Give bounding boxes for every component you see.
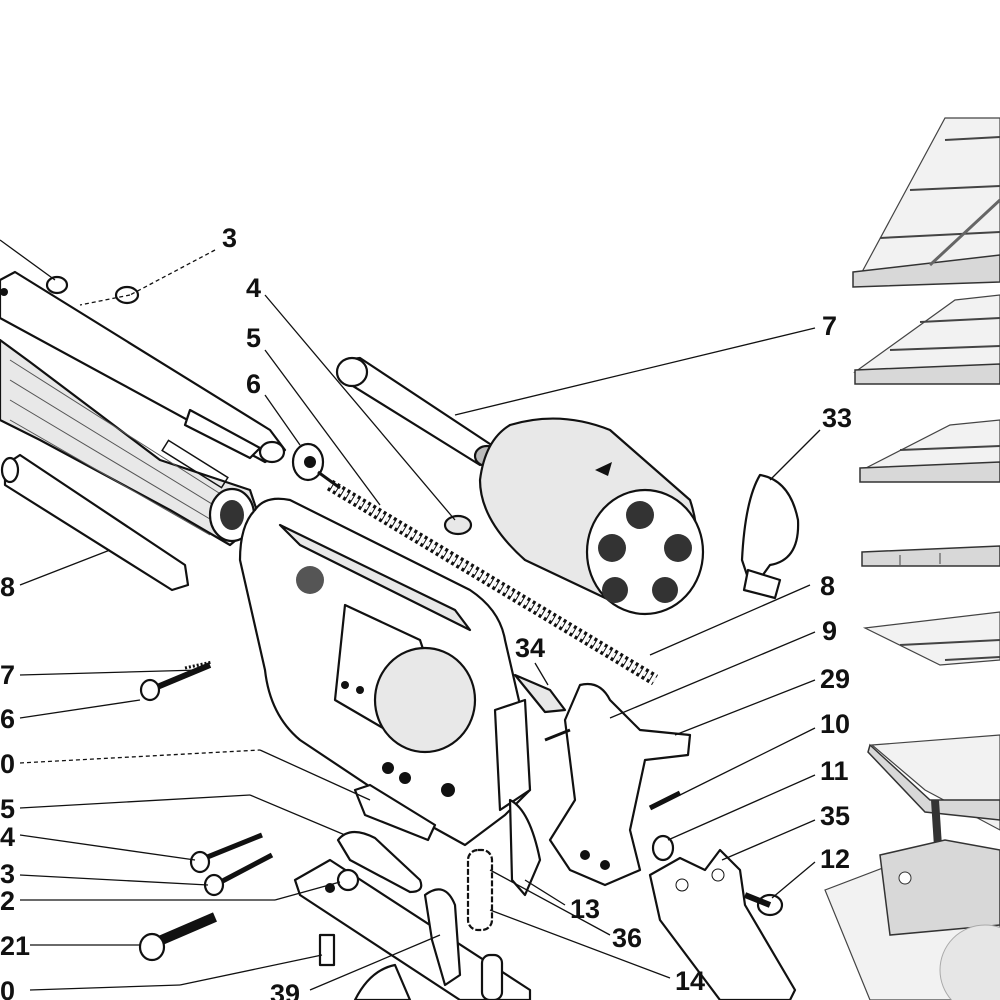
callout-8-right: 8 bbox=[820, 571, 835, 601]
callout-24-partial: 4 bbox=[0, 822, 15, 852]
callout-10: 10 bbox=[820, 709, 850, 739]
cam-part bbox=[336, 783, 437, 894]
callout-35: 35 bbox=[820, 801, 850, 831]
callout-12: 12 bbox=[820, 844, 850, 874]
bolt-spring-part bbox=[466, 848, 504, 1000]
callout-21: 21 bbox=[0, 931, 30, 961]
callout-20-partial-lower: 0 bbox=[0, 976, 15, 1000]
callout-6: 6 bbox=[246, 369, 261, 399]
grip-strap-part bbox=[648, 848, 797, 1000]
callout-11: 11 bbox=[820, 756, 849, 786]
hammer-part bbox=[544, 682, 692, 887]
callout-33: 33 bbox=[822, 403, 852, 433]
small-pins-part bbox=[648, 790, 784, 917]
plunger-part bbox=[443, 514, 473, 536]
callout-7: 7 bbox=[822, 311, 837, 341]
ejector-housing-part bbox=[0, 270, 287, 464]
recoil-shield-part bbox=[740, 473, 800, 600]
callout-13: 13 bbox=[570, 894, 600, 924]
callout-15-partial: 5 bbox=[0, 794, 15, 824]
callout-5: 5 bbox=[246, 323, 261, 353]
callout-16-partial: 6 bbox=[0, 704, 15, 734]
shelving-unit-illustration bbox=[824, 117, 1000, 1000]
frame-part bbox=[238, 497, 532, 847]
callout-29: 29 bbox=[820, 664, 850, 694]
callout-39: 39 bbox=[270, 979, 300, 1000]
trigger-guard-part bbox=[293, 858, 532, 1000]
callout-36: 36 bbox=[612, 923, 642, 953]
callout-14: 14 bbox=[675, 966, 705, 996]
callout-3: 3 bbox=[222, 223, 237, 253]
ejector-rod-part bbox=[0, 453, 190, 592]
base-pin-part bbox=[335, 356, 501, 468]
firing-pin-part bbox=[513, 673, 567, 714]
callout-4: 4 bbox=[246, 273, 261, 303]
callout-8-left: 8 bbox=[0, 572, 15, 602]
spring-guide-part bbox=[291, 442, 341, 490]
callout-22-partial: 2 bbox=[0, 886, 15, 916]
callout-17-partial: 7 bbox=[0, 660, 15, 690]
callout-23-partial: 3 bbox=[0, 859, 15, 889]
barrel-part bbox=[0, 338, 262, 547]
callout-20-partial-upper: 0 bbox=[0, 749, 15, 779]
cylinder-part bbox=[478, 417, 705, 616]
callout-9: 9 bbox=[822, 616, 837, 646]
screws-left-part bbox=[138, 660, 360, 967]
leader-lines bbox=[0, 239, 821, 991]
callout-labels: 3 4 5 6 7 33 8 8 9 34 29 10 11 35 12 13 … bbox=[0, 223, 852, 1000]
callout-34: 34 bbox=[515, 633, 545, 663]
